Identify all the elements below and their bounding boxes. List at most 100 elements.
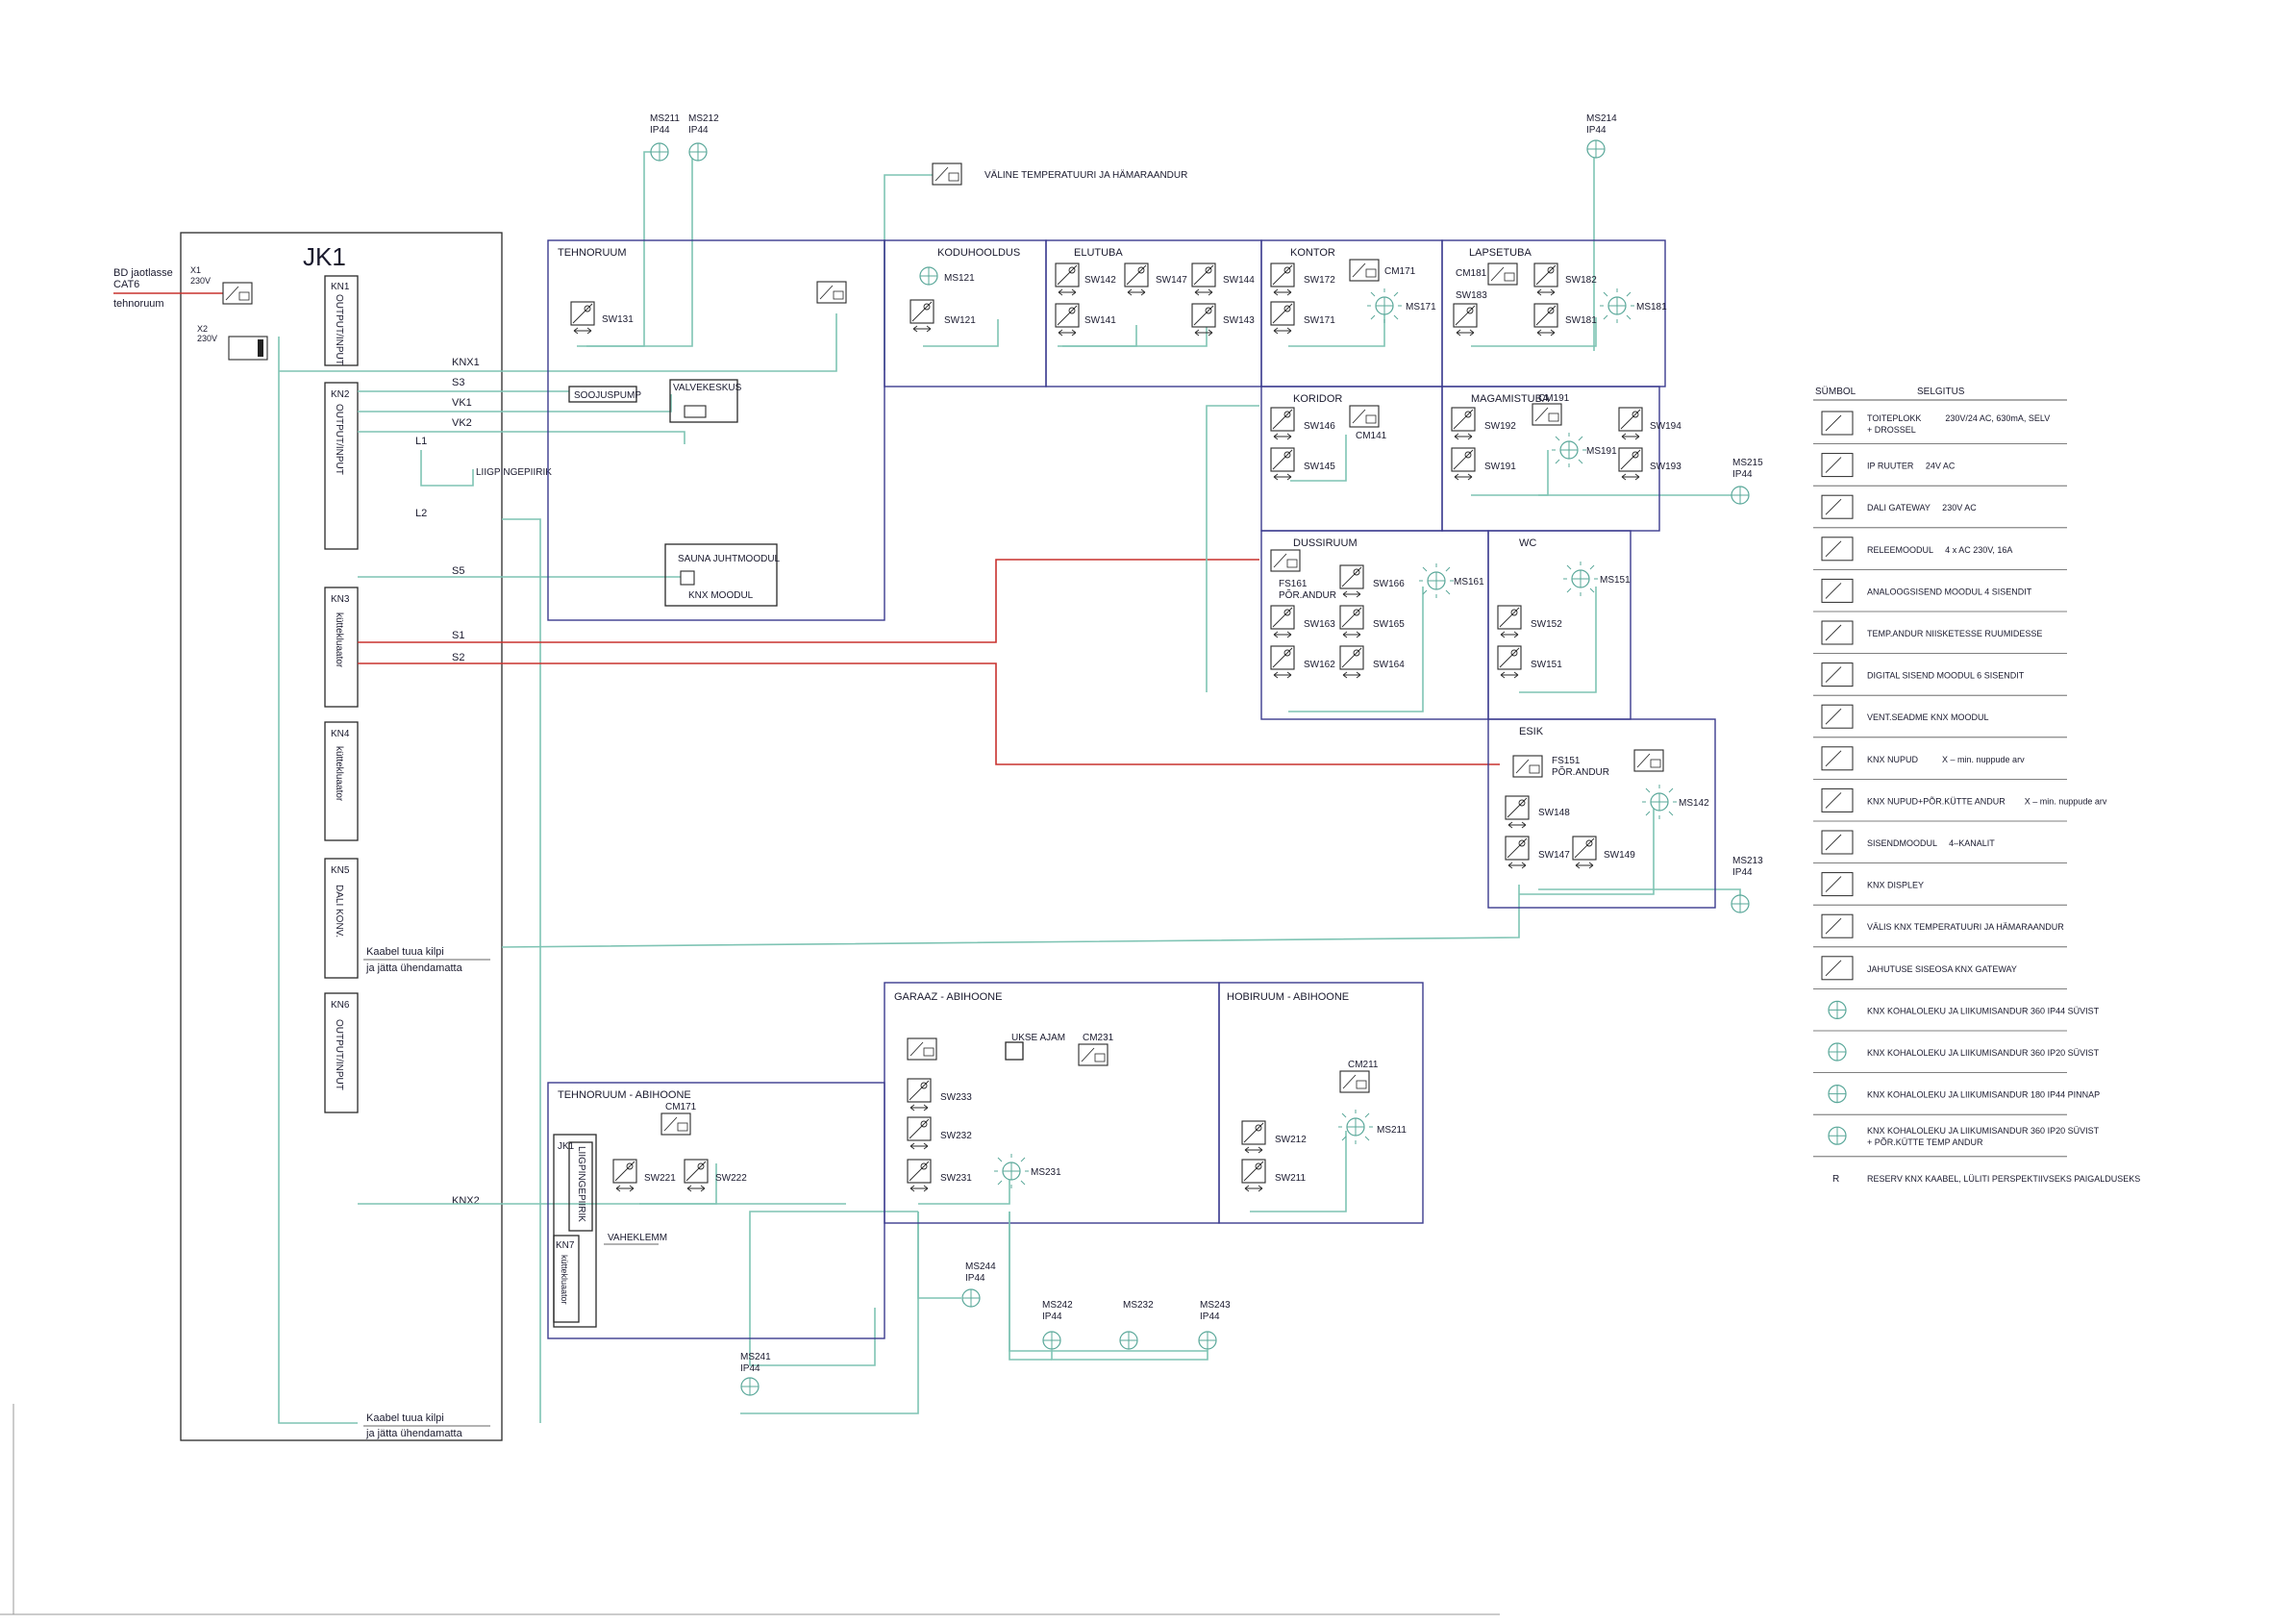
- legend-text: ANALOOGSISEND MOODUL 4 SISENDIT: [1867, 587, 2032, 596]
- ms-ip: IP44: [965, 1273, 985, 1284]
- presence-sensor-icon: [1337, 1109, 1374, 1145]
- switch-icon: [1497, 605, 1522, 638]
- legend-text: SISENDMOODUL 4–KANALIT: [1867, 838, 1995, 848]
- outdoor-ms214: MS214 IP44: [1586, 113, 1617, 159]
- line-l1: L1: [415, 436, 427, 447]
- ms-name: MS211: [650, 113, 680, 124]
- ms-name: MS242: [1042, 1300, 1073, 1311]
- legend-row: KNX KOHALOLEKU JA LIIKUMISANDUR 360 IP20…: [1813, 1126, 2100, 1158]
- ip-router-icon: [1821, 453, 1854, 478]
- device-label: SW181: [1565, 315, 1597, 326]
- ms-name: MS241: [740, 1352, 771, 1362]
- relay-module-icon: [1821, 537, 1854, 562]
- device-label: MS151: [1600, 575, 1631, 586]
- feed-label-1: BD jaotlasse: [113, 267, 173, 279]
- legend-text: KNX NUPUD+PÕR.KÜTTE ANDUR X – min. nuppu…: [1867, 796, 2107, 806]
- outdoor-ms215: MS215 IP44: [1731, 458, 1763, 505]
- outdoor-ms243: MS243 IP44: [1198, 1300, 1231, 1350]
- presence-sensor-icon: [1551, 432, 1587, 468]
- ms-name: MS232: [1123, 1300, 1154, 1311]
- legend-text: IP RUUTER 24V AC: [1867, 462, 1956, 471]
- device-label: CM231: [1083, 1033, 1114, 1043]
- module-text: küttekluaator: [560, 1255, 569, 1305]
- room-label: TEHNORUUM - ABIHOONE: [558, 1089, 691, 1101]
- switch-icon: [1533, 303, 1558, 337]
- power-supply-icon: [228, 336, 268, 361]
- cable-note-1: Kaabel tuua kilpi: [366, 946, 444, 958]
- legend-row: VÄLIS KNX TEMPERATUURI JA HÄMARAANDUR: [1813, 913, 2067, 948]
- module-kn1: KN1 OUTPUT/INPUT: [324, 275, 359, 366]
- temp-sensor-icon: [1512, 755, 1543, 778]
- device-label: SW221: [644, 1173, 676, 1184]
- power-supply-icon: [1821, 411, 1854, 436]
- device-label: MS211: [1377, 1125, 1407, 1136]
- legend-text: DIGITAL SISEND MOODUL 6 SISENDIT: [1867, 671, 2025, 681]
- panel-title: JK1: [303, 242, 346, 271]
- switch-icon: [1191, 303, 1216, 337]
- ukse-ajam-label: UKSE AJAM: [1011, 1033, 1065, 1043]
- room-label: MAGAMISTUBA: [1471, 393, 1550, 405]
- device-label: FS161: [1279, 579, 1308, 589]
- device-label: MS121: [944, 273, 975, 284]
- switch-icon: [1270, 262, 1295, 296]
- valvekeskus-label: VALVEKESKUS: [673, 383, 742, 393]
- x1-volt: 230V: [190, 276, 211, 286]
- wiring: [278, 149, 1741, 1424]
- switch-icon: [1241, 1120, 1266, 1154]
- module-text: OUTPUT/INPUT: [334, 1019, 344, 1090]
- switch-icon: [907, 1078, 932, 1112]
- room-garaaz-abihoone: GARAAZ - ABIHOONE UKSE AJAM CM231 SW233 …: [884, 982, 1220, 1224]
- line-vk1: VK1: [452, 397, 472, 409]
- ms-name: MS215: [1732, 458, 1763, 468]
- outdoor-ms212: MS212 IP44: [688, 113, 719, 162]
- analog-input-icon: [1821, 578, 1854, 603]
- soojuspump-label: SOOJUSPUMP: [574, 390, 641, 401]
- ms-ip: IP44: [688, 125, 709, 136]
- device-label: CM181: [1456, 268, 1487, 279]
- module-kn3: KN3 küttekluaator: [324, 587, 359, 708]
- legend-text: KNX KOHALOLEKU JA LIIKUMISANDUR 180 IP44…: [1867, 1090, 2100, 1100]
- switch-icon: [612, 1159, 637, 1192]
- legend-text: VENT.SEADME KNX MOODUL: [1867, 712, 1989, 722]
- legend-text: RESERV KNX KAABEL, LÜLITI PERSPEKTIIVSEK…: [1867, 1174, 2140, 1184]
- switch-icon: [1270, 645, 1295, 679]
- device-label: SW131: [602, 314, 634, 325]
- presence-sensor-icon: [1562, 561, 1599, 597]
- device-label: SW191: [1484, 462, 1516, 472]
- device-label: SW152: [1531, 619, 1562, 630]
- vent-module-icon: [907, 1037, 937, 1061]
- legend-row: KNX NUPUD X – min. nuppude arv: [1813, 746, 2067, 780]
- legend-row: DALI GATEWAY 230V AC: [1813, 494, 2067, 529]
- knx-display-icon: [1339, 1070, 1370, 1093]
- ms-ip: IP44: [1586, 125, 1607, 136]
- legend-header-desc: SELGITUS: [1917, 387, 1965, 397]
- device-label: CM211: [1348, 1060, 1379, 1070]
- room-magamistuba: MAGAMISTUBA CM191 SW192 SW191 MS191 SW19…: [1441, 386, 1682, 532]
- legend-row: KNX DISPLEY: [1813, 872, 2067, 906]
- temp-sensor-icon: [1821, 620, 1854, 645]
- ukse-ajam-box: [1005, 1041, 1024, 1061]
- vent-module-icon: [816, 281, 847, 304]
- module-text: küttekluaator: [334, 746, 344, 802]
- knx-display-icon: [1633, 749, 1664, 772]
- cable-note-4: ja jätta ühendamatta: [365, 1428, 463, 1439]
- ms-name: MS213: [1732, 856, 1763, 866]
- legend-text: KNX NUPUD X – min. nuppude arv: [1867, 755, 2025, 764]
- device-label: MS181: [1636, 302, 1667, 312]
- room-label: HOBIRUUM - ABIHOONE: [1227, 991, 1349, 1003]
- presence-180-icon: [1828, 1084, 1847, 1104]
- module-text: OUTPUT/INPUT: [334, 404, 344, 475]
- legend-row: RELEEMOODUL 4 x AC 230V, 16A: [1813, 537, 2067, 570]
- legend-text: RELEEMOODUL 4 x AC 230V, 16A: [1867, 545, 2012, 555]
- device-label: MS161: [1454, 577, 1484, 587]
- ms-ip: IP44: [740, 1363, 760, 1374]
- knx-display-icon: [1349, 405, 1380, 428]
- module-id: KN4: [331, 729, 350, 739]
- module-id: KN3: [331, 594, 350, 605]
- panel-jk1: JK1 BD jaotlasse CAT6 tehnoruum X1 230V …: [113, 232, 552, 1441]
- ms-name: MS243: [1200, 1300, 1231, 1311]
- module-kn4: KN4 küttekluaator: [324, 721, 359, 841]
- room-dussiruum: DUSSIRUUM FS161 PÕR.ANDUR SW166 MS161 SW…: [1260, 530, 1489, 720]
- legend-text: KNX KOHALOLEKU JA LIIKUMISANDUR 360 IP20…: [1867, 1048, 2100, 1058]
- switch-icon: [1533, 262, 1558, 296]
